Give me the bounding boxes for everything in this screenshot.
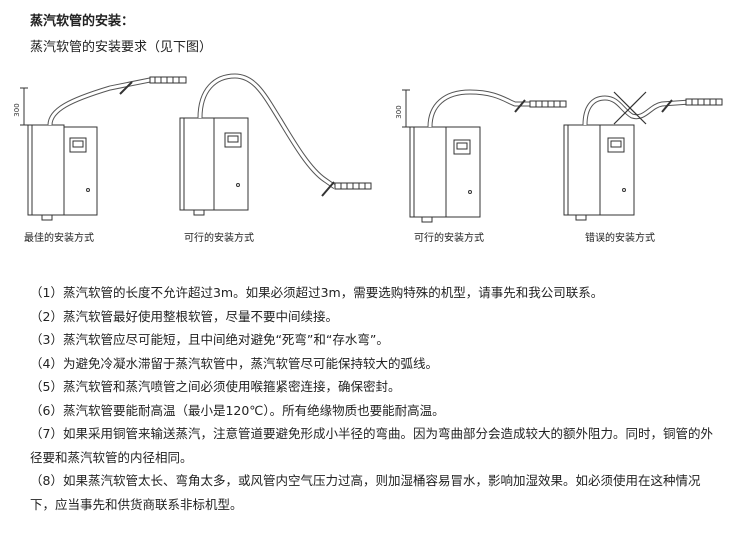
rule-item: （2）蒸汽软管最好使用整根软管，尽量不要中间续接。 (30, 308, 338, 324)
rule-item: （8）如果蒸汽软管太长、弯角太多，或风管内空气压力过高，则加湿桶容易冒水，影响加… (30, 473, 701, 512)
installation-rules-list: （1）蒸汽软管的长度不允许超过3m。如果必须超过3m，需要选购特殊的机型，请事先… (30, 281, 720, 516)
section-subheading: 蒸汽软管的安装要求（见下图） (30, 40, 213, 55)
figure-caption-2: 可行的安装方式 (184, 233, 254, 244)
section-heading: 蒸汽软管的安装： (30, 14, 135, 29)
figure-caption-3: 可行的安装方式 (414, 233, 484, 244)
figure-best-installation (20, 76, 187, 221)
figure-3-dimension: 300 (395, 105, 403, 118)
rule-item: （7）如果采用铜管来输送蒸汽，注意管道要避免形成小半径的弯曲。因为弯曲部分会造成… (30, 426, 713, 465)
rule-item: （1）蒸汽软管的长度不允许超过3m。如果必须超过3m，需要选购特殊的机型，请事先… (30, 285, 604, 300)
rule-item: （3）蒸汽软管应尽可能短，且中间绝对避免“死弯”和“存水弯”。 (30, 332, 389, 347)
figure-wrong-installation (563, 91, 723, 221)
rule-item: （5）蒸汽软管和蒸汽喷管之间必须使用喉箍紧密连接，确保密封。 (30, 379, 401, 394)
installation-figures: 300 300 (13, 73, 723, 223)
figure-caption-4: 错误的安装方式 (585, 233, 655, 244)
rule-item: （4）为避免冷凝水滞留于蒸汽软管中，蒸汽软管尽可能保持较大的弧线。 (30, 355, 438, 371)
rule-item: （6）蒸汽软管要能耐高温（最小是120℃）。所有绝缘物质也要能耐高温。 (30, 402, 445, 418)
figure-feasible-installation-2 (402, 89, 567, 223)
figure-caption-1: 最佳的安装方式 (24, 233, 94, 244)
figure-feasible-installation-1 (179, 73, 372, 216)
figure-1-dimension: 300 (13, 103, 21, 116)
